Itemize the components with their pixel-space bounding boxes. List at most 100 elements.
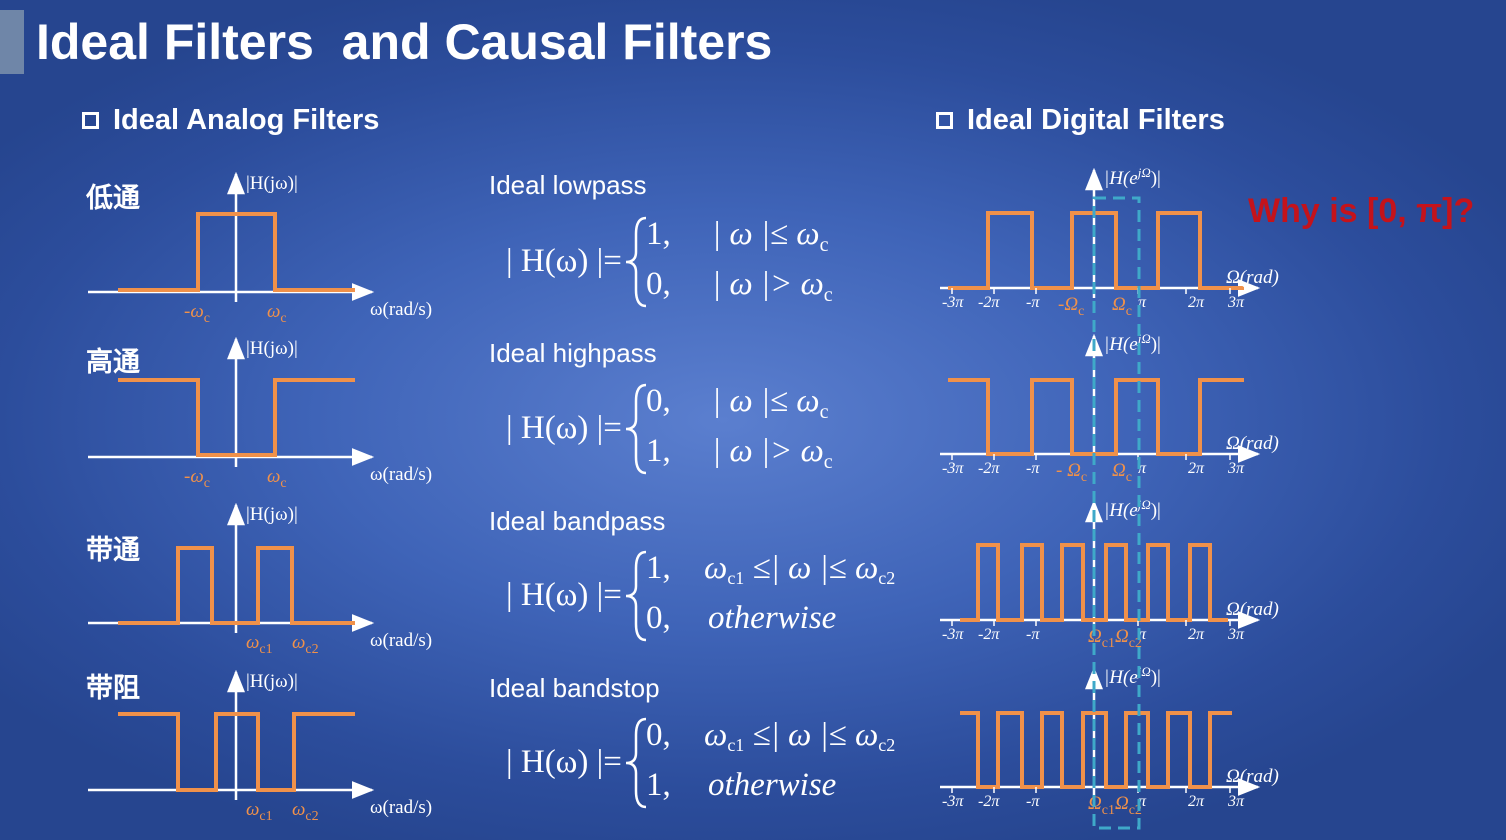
analog-plots: |H(jω)| ω(rad/s) -ωc ωc |H(jω)| ω(rad/s) -ωc ωc…: [88, 171, 432, 824]
equation-lhs: | H(ω) |=: [506, 744, 622, 780]
response-curve: [118, 546, 355, 625]
equation-value: 1,: [646, 433, 671, 469]
response-curve: [118, 712, 355, 792]
tick-label: π: [1138, 460, 1147, 477]
band-edge-label: ωc: [267, 301, 287, 326]
cn-label-lowpass: 低通: [86, 183, 140, 214]
digital-section-heading: Ideal Digital Filters: [936, 104, 1225, 137]
response-curve: [118, 212, 355, 292]
response-curve: [948, 211, 1244, 290]
equation-value: 1,: [646, 550, 671, 586]
tick-label: π: [1138, 793, 1147, 810]
tick-label: -π: [1026, 626, 1040, 643]
tick-label: -2π: [978, 793, 1000, 810]
equation-condition: ωc1 ≤| ω |≤ ωc2: [704, 717, 895, 755]
equation-0: | H(ω) |=1,| ω |≤ ωc0,| ω |> ωc: [506, 216, 833, 308]
tick-label: -2π: [978, 460, 1000, 477]
response-curve: [960, 711, 1232, 789]
tick-label: -2π: [978, 626, 1000, 643]
checkbox-icon: [82, 112, 99, 129]
y-axis-label: |H(ejΩ)|: [1104, 331, 1161, 355]
cn-label-highpass: 高通: [86, 347, 140, 378]
y-axis-label: |H(jω)|: [246, 504, 298, 525]
brace: [625, 383, 647, 475]
response-curve: [948, 378, 1244, 456]
tick-label: -3π: [942, 460, 964, 477]
equation-condition: ωc1 ≤| ω |≤ ωc2: [704, 550, 895, 588]
band-edge-label: ωc2: [292, 632, 319, 657]
equation-1: | H(ω) |=0,| ω |≤ ωc1,| ω |> ωc: [506, 383, 833, 475]
filter-name-lowpass: Ideal lowpass: [489, 170, 647, 200]
y-axis-label: |H(ejΩ)|: [1104, 664, 1161, 688]
band-edge-label: Ωc: [1112, 294, 1132, 319]
y-axis-label: |H(jω)|: [246, 338, 298, 359]
tick-label: π: [1138, 294, 1147, 311]
checkbox-icon: [936, 112, 953, 129]
tick-label: -π: [1026, 294, 1040, 311]
question-callout: Why is [0, π]?: [1248, 192, 1475, 230]
equations: | H(ω) |=1,| ω |≤ ωc0,| ω |> ωc| H(ω) |=…: [506, 216, 895, 809]
tick-label: -π: [1026, 793, 1040, 810]
tick-label: 3π: [1227, 626, 1245, 643]
band-edge-label: -ωc: [184, 466, 210, 491]
filter-name-bandstop: Ideal bandstop: [489, 673, 660, 703]
page-title: Ideal Filters and Causal Filters: [36, 14, 773, 70]
title-accent-bar: [0, 10, 24, 74]
tick-label: 2π: [1188, 626, 1205, 643]
y-axis-label: |H(ejΩ)|: [1104, 497, 1161, 521]
equation-lhs: | H(ω) |=: [506, 410, 622, 446]
equation-value: 0,: [646, 383, 671, 419]
brace: [625, 216, 647, 308]
y-axis-label: |H(ejΩ)|: [1104, 165, 1161, 189]
equation-condition: otherwise: [708, 767, 836, 803]
equation-2: | H(ω) |= 1, ωc1 ≤| ω |≤ ωc2 0, otherwise: [506, 550, 895, 642]
band-edge-label: -Ωc: [1058, 294, 1084, 319]
analog-plot-3: |H(jω)| ω(rad/s) ωc1 ωc2: [88, 669, 432, 824]
filter-name-bandpass: Ideal bandpass: [489, 506, 666, 536]
equation-value: 0,: [646, 266, 671, 302]
tick-label: 2π: [1188, 793, 1205, 810]
digital-section-label: Ideal Digital Filters: [967, 104, 1225, 136]
tick-label: 2π: [1188, 294, 1205, 311]
band-edge-label: Ωc1Ωc2: [1088, 793, 1142, 818]
tick-label: -3π: [942, 294, 964, 311]
equation-condition: | ω |> ωc: [712, 266, 833, 306]
equation-condition: | ω |> ωc: [712, 433, 833, 473]
y-axis-label: |H(jω)|: [246, 671, 298, 692]
tick-label: 3π: [1227, 294, 1245, 311]
equation-lhs: | H(ω) |=: [506, 243, 622, 279]
x-axis-label: Ω(rad): [1226, 267, 1279, 288]
equation-value: 1,: [646, 216, 671, 252]
x-axis-label: ω(rad/s): [370, 797, 432, 818]
band-edge-label: Ωc: [1112, 460, 1132, 485]
band-edge-label: ωc1: [246, 799, 273, 824]
response-curve: [118, 378, 355, 457]
highlight-box-0-to-pi: [1092, 196, 1141, 830]
equation-condition: otherwise: [708, 600, 836, 636]
band-edge-label: - Ωc: [1056, 460, 1087, 485]
band-edge-label: ωc: [267, 466, 287, 491]
x-axis-label: Ω(rad): [1226, 766, 1279, 787]
x-axis-label: ω(rad/s): [370, 630, 432, 651]
x-axis-label: Ω(rad): [1226, 599, 1279, 620]
tick-label: -2π: [978, 294, 1000, 311]
tick-label: 3π: [1227, 460, 1245, 477]
equation-value: 0,: [646, 600, 671, 636]
band-edge-label: ωc2: [292, 799, 319, 824]
tick-label: -3π: [942, 793, 964, 810]
x-axis-label: Ω(rad): [1226, 433, 1279, 454]
digital-plot-0: -3π -2π -π π 2π 3π |H(ejΩ)| Ω(rad) -Ωc Ωc: [940, 165, 1279, 319]
x-axis-label: ω(rad/s): [370, 299, 432, 320]
cn-label-bandpass: 带通: [86, 535, 140, 566]
equation-value: 1,: [646, 767, 671, 803]
analog-section-label: Ideal Analog Filters: [113, 104, 380, 136]
equation-lhs: | H(ω) |=: [506, 577, 622, 613]
band-edge-label: -ωc: [184, 301, 210, 326]
